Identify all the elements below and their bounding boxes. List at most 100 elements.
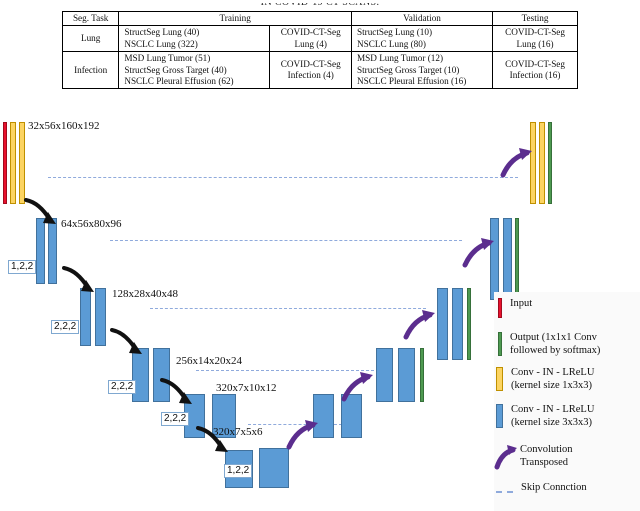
conv-3x3x3-bar-d5b [341,394,362,438]
cell-line: NSCLC Lung (80) [356,38,426,49]
legend-line: Input [510,298,533,309]
transposed-conv-arrow-5 [500,148,532,178]
cell-training-sub-lung: COVID-CT-Seg Lung (4) [269,25,352,53]
transposed-conv-arrow-4 [462,238,494,268]
cell-line: COVID-CT-Seg [505,27,565,38]
conv-3x3x3-bar-d4a [376,348,393,402]
conv-1x3x3-bar-e1a [10,122,16,204]
conv-3x3x3-bar-d3a [437,288,448,360]
transposed-conv-arrow-1 [286,420,318,450]
cell-line: Infection (16) [509,70,561,81]
legend-item-skip-connection: Skip Connction [496,482,587,495]
stride-label-3: 2,2,2 [108,380,137,394]
legend-line: Skip Connction [521,482,587,493]
legend-label: Convolution Transposed [520,444,573,469]
legend-label: Output (1x1x1 Conv followed by softmax) [510,332,600,357]
legend-line: Transposed [520,456,569,468]
transposed-conv-arrow-2 [341,372,373,402]
col-header-training: Training [118,10,352,27]
legend-item-output: Output (1x1x1 Conv followed by softmax) [498,332,600,357]
transposed-conv-arrow-3 [403,310,435,340]
legend-line: Conv - IN - LReLU [511,367,595,378]
output-bar-d3 [467,288,471,360]
cell-line: COVID-CT-Seg [280,27,341,38]
downsample-arrow-2 [62,266,94,292]
legend-item-conv-1x3x3: Conv - IN - LReLU (kernel size 1x3x3) [496,367,594,392]
stride-label-5: 1,2,2 [224,464,253,478]
conv-3x3x3-bar-e2b [48,218,57,284]
legend-item-transposed-conv: Convolution Transposed [494,444,573,470]
conv-3x3x3-bar-d3b [452,288,463,360]
cell-line: StructSeg Lung (40) [124,27,200,38]
legend-line: followed by softmax) [510,344,601,356]
table-caption: IN COVID-19 CT SCANS. [260,0,380,8]
legend-label: Input [510,298,532,311]
cell-training-main-lung: StructSeg Lung (40) NSCLC Lung (322) [118,25,271,53]
conv-1x3x3-bar-e1b [19,122,25,204]
skip-connection-dashed-icon [496,490,513,493]
skip-connection-level-5 [248,424,342,425]
cell-line: NSCLC Pleural Effusion (16) [356,76,467,87]
cell-line: NSCLC Lung (322) [124,38,198,49]
conv-1x3x3-bar-d1a [530,122,536,204]
dim-label-level-5: 320x7x10x12 [216,382,277,394]
downsample-arrow-1 [24,198,56,224]
cell-testing-lung: COVID-CT-Seg Lung (16) [492,25,578,53]
cell-validation-infection: MSD Lung Tumor (12) StructSeg Gross Targ… [350,51,494,90]
cell-line: MSD Lung Tumor (51) [124,53,211,64]
cell-line: NSCLC Pleural Effusion (62) [124,76,234,87]
input-bar [3,122,7,204]
col-header-seg-task: Seg. Task [61,10,120,27]
cell-validation-lung: StructSeg Lung (10) NSCLC Lung (80) [350,25,494,53]
conv-1x3x3-bar-d1b [539,122,545,204]
cell-task-lung: Lung [61,25,120,53]
legend-line: Convolution [520,444,573,455]
cell-line: StructSeg Gross Target (40) [124,64,227,75]
stride-label-1: 1,2,2 [8,260,37,274]
skip-connection-level-1 [48,177,518,178]
legend-line: Output (1x1x1 Conv [510,332,597,343]
legend-label: Conv - IN - LReLU (kernel size 1x3x3) [511,367,594,392]
skip-connection-level-4 [196,370,384,371]
legend-item-conv-3x3x3: Conv - IN - LReLU (kernel size 3x3x3) [496,404,594,429]
conv-3x3x3-bar-e5b [212,394,236,438]
input-swatch-icon [498,298,502,318]
conv-3x3x3-swatch-icon [496,404,503,428]
downsample-arrow-4 [160,378,192,404]
table-row: Infection MSD Lung Tumor (51) StructSeg … [61,51,578,90]
output-bar-d4 [420,348,424,402]
cell-line: MSD Lung Tumor (12) [356,53,444,64]
table-header-row: Seg. Task Training Validation Testing [61,10,578,27]
dim-label-level-4: 256x14x20x24 [176,355,242,367]
legend-line: (kernel size 3x3x3) [511,416,593,428]
dataset-table-wrapper: Seg. Task Training Validation Testing Lu… [61,10,578,90]
transposed-conv-arrow-icon [494,445,517,470]
legend-item-input: Input [498,298,532,318]
cell-line: COVID-CT-Seg [505,58,565,69]
output-swatch-icon [498,332,502,356]
downsample-arrow-3 [110,328,142,354]
cell-line: Infection (4) [287,70,334,81]
downsample-arrow-5 [196,426,228,452]
conv-3x3x3-bar-e3b [95,288,106,346]
output-bar-d2 [515,218,519,300]
dim-label-level-3: 128x28x40x48 [112,288,178,300]
conv-3x3x3-bar-d2b [503,218,512,300]
conv-3x3x3-bar-e2a [36,218,45,284]
dim-label-level-2: 64x56x80x96 [61,218,122,230]
cell-line: COVID-CT-Seg [280,58,341,69]
legend-panel: Input Output (1x1x1 Conv followed by sof… [494,292,640,511]
dim-label-level-1: 32x56x160x192 [28,120,100,132]
table-row: Lung StructSeg Lung (40) NSCLC Lung (322… [61,25,578,53]
col-header-testing: Testing [492,10,578,27]
stride-label-2: 2,2,2 [51,320,80,334]
unet-architecture-diagram: 32x56x160x192 64x56x80x96 1,2,2 128x28x4… [0,112,640,511]
conv-3x3x3-bar-d5a [313,394,334,438]
legend-label: Conv - IN - LReLU (kernel size 3x3x3) [511,404,594,429]
conv-3x3x3-bar-d4b [398,348,415,402]
cell-line: StructSeg Gross Target (10) [356,64,460,75]
stride-label-4: 2,2,2 [161,412,190,426]
conv-3x3x3-bar-b6b [259,448,289,488]
cell-line: StructSeg Lung (10) [356,27,433,38]
conv-3x3x3-bar-e4b [153,348,170,402]
